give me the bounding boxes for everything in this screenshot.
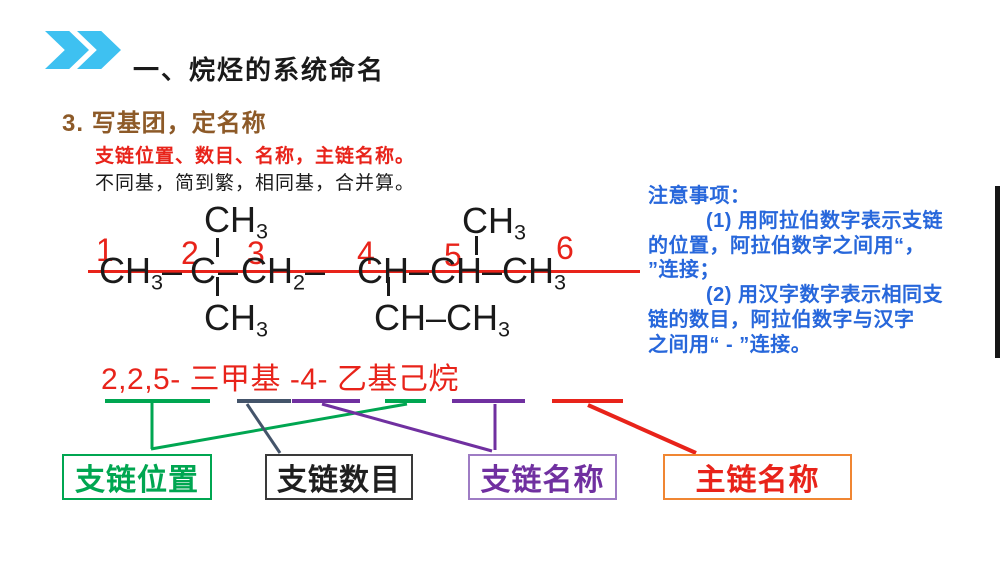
bond-line xyxy=(387,277,390,296)
underline-branch-name-methyl xyxy=(292,399,360,403)
note-line: 之间用“ - ”连接。 xyxy=(648,333,812,356)
ethyl-branch-bottom: CH–CH3 xyxy=(374,297,511,342)
methyl-branch-bottom: CH3 xyxy=(204,297,269,342)
underline-main-chain-name xyxy=(552,399,623,403)
bond-dash: – xyxy=(305,250,326,291)
note-line: (1) 用阿拉伯数字表示支链 xyxy=(706,209,943,232)
underline-branch-positions xyxy=(105,399,210,403)
note-line: 的位置，阿拉伯数字之间用“， xyxy=(648,234,925,257)
legend-box-branch-count: 支链数目 xyxy=(265,454,413,500)
note-line: 链的数目，阿拉伯数字与汉字 xyxy=(648,308,915,331)
legend-label: 支链位置 xyxy=(75,464,199,497)
note-line: (2) 用汉字数字表示相同支 xyxy=(706,284,943,307)
main-chain-atom: C xyxy=(190,250,216,291)
branch-order-rule: 不同基，简到繁，相同基，合并算。 xyxy=(95,173,416,194)
legend-label: 支链数目 xyxy=(277,464,401,497)
legend-box-branch-name: 支链名称 xyxy=(468,454,617,500)
chain-position-number: 2 xyxy=(181,235,199,271)
main-chain-atom: CH3 xyxy=(99,250,164,295)
chain-position-number: 5 xyxy=(444,237,462,273)
underline-branch-name-ethyl xyxy=(452,399,525,403)
main-chain-atom: CH3 xyxy=(502,250,567,295)
bond-line xyxy=(216,238,219,257)
note-line: 注意事项： xyxy=(648,185,751,207)
chain-position-number: 6 xyxy=(556,230,574,266)
branch-naming-rule: 支链位置、数目、名称，主链名称。 xyxy=(95,146,416,167)
chain-position-number: 1 xyxy=(96,232,114,268)
legend-box-main-chain-name: 主链名称 xyxy=(663,454,852,500)
methyl-branch-top-right: CH3 xyxy=(462,200,527,245)
legend-label: 支链名称 xyxy=(480,464,605,497)
bond-line xyxy=(216,277,219,296)
legend-label: 主链名称 xyxy=(695,464,820,497)
main-chain-strike-line xyxy=(88,270,640,273)
page-title: 一、烷烃的系统命名 xyxy=(133,55,386,86)
section-heading: 3. 写基团，定名称 xyxy=(62,110,267,137)
iupac-name: 2,2,5- 三甲基 -4- 乙基己烷 xyxy=(101,363,459,396)
underline-branch-position-4 xyxy=(385,399,426,403)
notes-panel: 注意事项： (1) 用阿拉伯数字表示支链 的位置，阿拉伯数字之间用“， ”连接；… xyxy=(648,184,993,358)
main-chain-atom: CH2 xyxy=(241,250,306,295)
bond-dash: – xyxy=(482,250,503,291)
right-edge-bar xyxy=(995,186,1000,358)
bond-dash: – xyxy=(218,250,239,291)
chain-position-number: 3 xyxy=(247,235,265,271)
note-line: ”连接； xyxy=(648,259,720,282)
chain-position-number: 4 xyxy=(357,235,375,271)
bond-dash: – xyxy=(409,250,430,291)
bond-dash: – xyxy=(162,250,183,291)
methyl-branch-top-left: CH3 xyxy=(204,199,269,244)
bond-line xyxy=(475,236,478,255)
main-chain-atom: CH xyxy=(357,250,409,291)
main-chain-atom: CH xyxy=(430,250,482,291)
underline-branch-count xyxy=(237,399,291,403)
legend-box-branch-position: 支链位置 xyxy=(62,454,212,500)
